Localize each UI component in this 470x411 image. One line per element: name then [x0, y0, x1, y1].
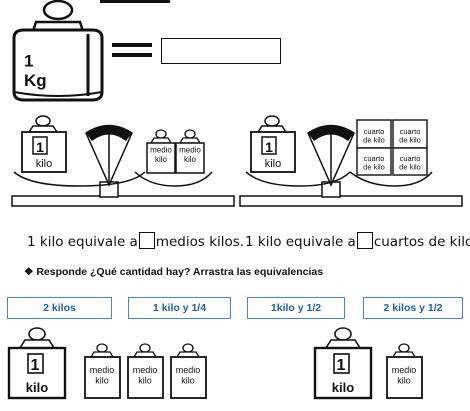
medios-count-drop-box[interactable] — [138, 232, 155, 249]
equivalence-sentence-medios: 1 kilo equivale a medios kilos. — [27, 232, 244, 250]
equivalence-prefix: 1 kilo equivale a — [245, 234, 356, 250]
svg-text:kilo: kilo — [265, 158, 282, 170]
big-kilo-weight-icon: 1 kilo — [250, 115, 296, 173]
big-kilo-weight-icon: 1 kilo — [7, 327, 67, 400]
medio-kilo-weight-icon — [175, 129, 205, 174]
cuartos-count-drop-box[interactable] — [356, 232, 373, 249]
equivalence-sentence-cuartos: 1 kilo equivale a cuartos de kilo. — [245, 232, 470, 250]
svg-text:1: 1 — [265, 139, 273, 155]
big-kilo-weight-icon: 1 kilo — [21, 115, 67, 173]
top-edge-bar — [100, 0, 170, 3]
instruction-text: Responde ¿Qué cantidad hay? Arrastra las… — [36, 266, 324, 278]
drag-option-2-kilos[interactable]: 2 kilos — [7, 297, 112, 319]
svg-text:kilo: kilo — [332, 380, 354, 395]
medio-kilo-weight-icon — [386, 343, 423, 399]
medio-kilo-weight-icon — [170, 343, 207, 399]
svg-text:1: 1 — [337, 357, 346, 374]
answer-input-box[interactable] — [161, 38, 281, 64]
equivalence-suffix: cuartos de kilo. — [373, 234, 470, 250]
drag-option-1-kilo-y-cuarto[interactable]: 1 kilo y 1/4 — [128, 297, 231, 319]
equivalence-suffix: medios kilos. — [155, 234, 245, 250]
equals-sign-icon — [112, 43, 152, 57]
medio-kilo-weight-icon — [146, 129, 176, 174]
svg-text:1: 1 — [36, 139, 44, 155]
cuarto-kilo-box-icon — [392, 147, 428, 176]
medio-kilo-weight-icon — [127, 343, 164, 399]
instruction-line: ❖ Responde ¿Qué cantidad hay? Arrastra l… — [24, 266, 323, 278]
svg-text:1: 1 — [31, 357, 40, 374]
cuarto-kilo-box-icon — [356, 147, 392, 176]
drag-option-2-kilos-y-medio[interactable]: 2 kilos y 1/2 — [363, 297, 463, 319]
medio-kilo-weight-icon — [84, 343, 121, 399]
equivalence-prefix: 1 kilo equivale a — [27, 234, 138, 250]
svg-text:kilo: kilo — [26, 380, 48, 395]
big-kilo-weight-icon: 1 kilo — [313, 327, 373, 400]
cuarto-kilo-box-icon — [392, 119, 428, 149]
svg-text:kilo: kilo — [36, 158, 53, 170]
diamond-bullet-icon: ❖ — [24, 266, 34, 278]
cuarto-kilo-box-icon — [356, 119, 392, 149]
drag-option-1-kilo-y-medio[interactable]: 1kilo y 1/2 — [247, 297, 345, 319]
